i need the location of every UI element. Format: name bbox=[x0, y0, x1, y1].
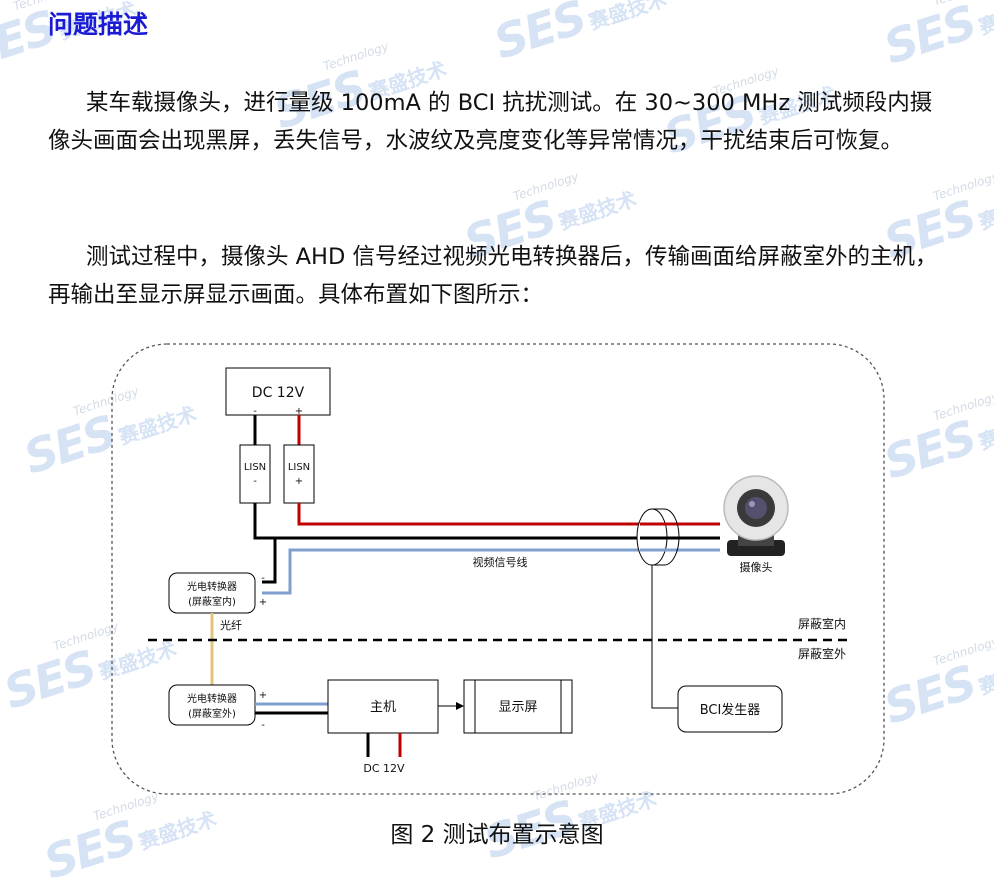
paragraph: 测试过程中，摄像头 AHD 信号经过视频光电转换器后，传输画面给屏蔽室外的主机，… bbox=[48, 238, 948, 314]
converter-inside-minus: - bbox=[261, 573, 265, 584]
converter-outside-line2: (屏蔽室外) bbox=[188, 707, 236, 720]
dc-supply-box bbox=[225, 367, 331, 416]
diagram-boundary bbox=[111, 343, 885, 795]
dc-plus-label: + bbox=[295, 406, 303, 417]
wire-converter-minus bbox=[262, 538, 277, 584]
converter-inside-line1: 光电转换器 bbox=[187, 580, 237, 593]
converter-inside-line2: (屏蔽室内) bbox=[188, 595, 236, 608]
wire-video-blue bbox=[262, 548, 720, 595]
converter-outside-line1: 光电转换器 bbox=[187, 692, 237, 705]
wire-power-red bbox=[297, 503, 720, 526]
bci-cable bbox=[651, 565, 678, 709]
camera-icon bbox=[723, 475, 789, 556]
dc-supply-label: DC 12V bbox=[252, 385, 305, 401]
clamp-back bbox=[663, 508, 680, 566]
display-box bbox=[463, 679, 573, 734]
host-dc-label: DC 12V bbox=[363, 762, 405, 775]
wire-ground bbox=[253, 503, 720, 540]
bci-generator-box bbox=[677, 685, 783, 733]
converter-outside-minus: - bbox=[261, 720, 265, 731]
paragraph-text: 测试过程中，摄像头 AHD 信号经过视频光电转换器后，传输画面给屏蔽室外的主机，… bbox=[48, 244, 938, 308]
lisn-plus-label: LISN bbox=[288, 462, 310, 473]
figure-caption: 图 2 测试布置示意图 bbox=[390, 822, 604, 848]
paragraph: 某车载摄像头，进行量级 100mA 的 BCI 抗扰测试。在 30~300 MH… bbox=[48, 84, 948, 160]
lisn-minus-sign: - bbox=[253, 476, 257, 487]
arrow-head bbox=[456, 702, 464, 710]
test-setup-diagram: DC 12V - + LISN - LISN + 视频信号线 摄像头 BCI发生… bbox=[111, 343, 885, 795]
fiber-label: 光纤 bbox=[220, 618, 242, 632]
section-title: 问题描述 bbox=[48, 10, 149, 39]
lisn-minus-box bbox=[239, 444, 271, 504]
inside-room-label: 屏蔽室内 bbox=[798, 616, 846, 631]
host-label: 主机 bbox=[370, 700, 396, 715]
lisn-minus-label: LISN bbox=[244, 462, 266, 473]
lisn-plus-box bbox=[283, 444, 315, 504]
video-line-label: 视频信号线 bbox=[473, 555, 528, 569]
camera-label: 摄像头 bbox=[740, 560, 773, 574]
paragraph-text: 某车载摄像头，进行量级 100mA 的 BCI 抗扰测试。在 30~300 MH… bbox=[48, 90, 933, 154]
converter-inside-plus: + bbox=[259, 597, 267, 608]
lisn-plus-sign: + bbox=[295, 476, 303, 487]
dc-minus-label: - bbox=[253, 406, 257, 417]
bci-generator-label: BCI发生器 bbox=[700, 702, 761, 718]
display-label: 显示屏 bbox=[498, 700, 537, 715]
outside-room-label: 屏蔽室外 bbox=[798, 646, 846, 661]
converter-outside-plus: + bbox=[259, 690, 267, 701]
host-box bbox=[327, 679, 439, 734]
